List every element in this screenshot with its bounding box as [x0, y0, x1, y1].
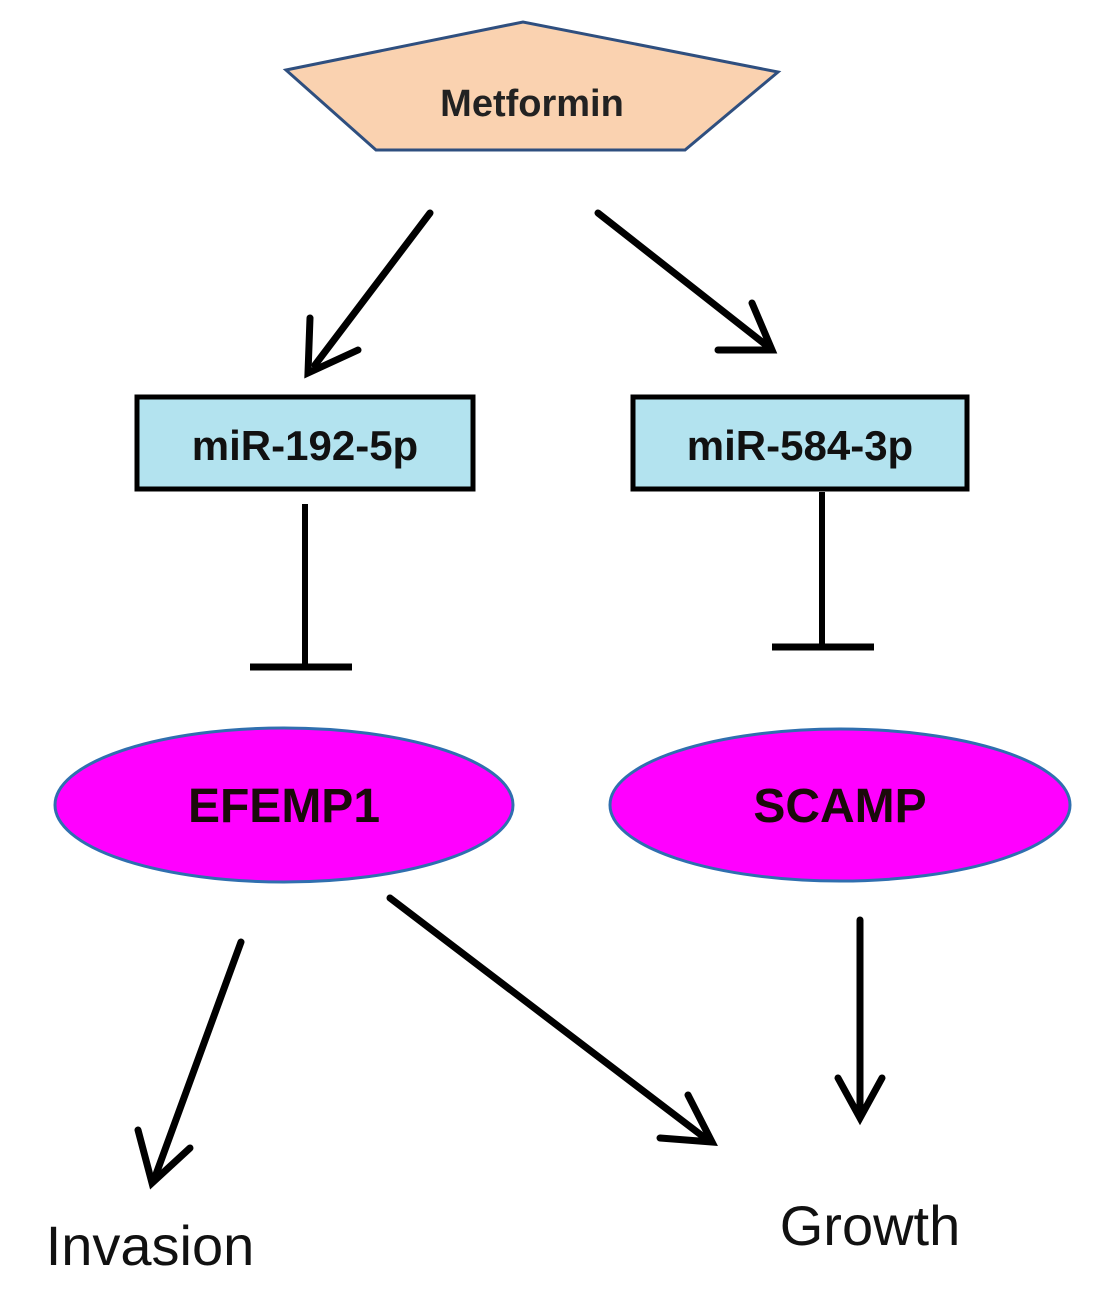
arrow-metformin-to-mir192: [304, 209, 434, 379]
arrow-efemp1-to-invasion: [134, 938, 245, 1190]
inhibition-mir192-efemp1: [250, 504, 352, 671]
metformin-node: Metformin: [282, 20, 782, 152]
arrow-efemp1-to-growth: [386, 894, 718, 1146]
mir584-box: [630, 394, 970, 492]
metformin-shape: [282, 20, 782, 152]
mir192-label: miR-192-5p: [192, 422, 418, 469]
arrow-metformin-to-mir584: [594, 209, 778, 354]
scamp-ellipse: [608, 727, 1072, 883]
scamp-label: SCAMP: [753, 780, 926, 833]
efemp1-label: EFEMP1: [188, 780, 380, 833]
metformin-label: Metformin: [440, 83, 624, 125]
scamp-node: SCAMP: [608, 727, 1072, 883]
efemp1-node: EFEMP1: [53, 726, 515, 884]
efemp1-ellipse: [53, 726, 515, 884]
arrow-scamp-to-growth: [834, 916, 886, 1126]
invasion-label: Invasion: [46, 1214, 255, 1277]
mir192-box: [134, 394, 476, 492]
mir584-node: miR-584-3p: [630, 394, 970, 492]
mir584-label: miR-584-3p: [687, 422, 913, 469]
mir192-node: miR-192-5p: [134, 394, 476, 492]
growth-label: Growth: [780, 1194, 961, 1257]
inhibition-mir584-scamp: [772, 492, 874, 651]
